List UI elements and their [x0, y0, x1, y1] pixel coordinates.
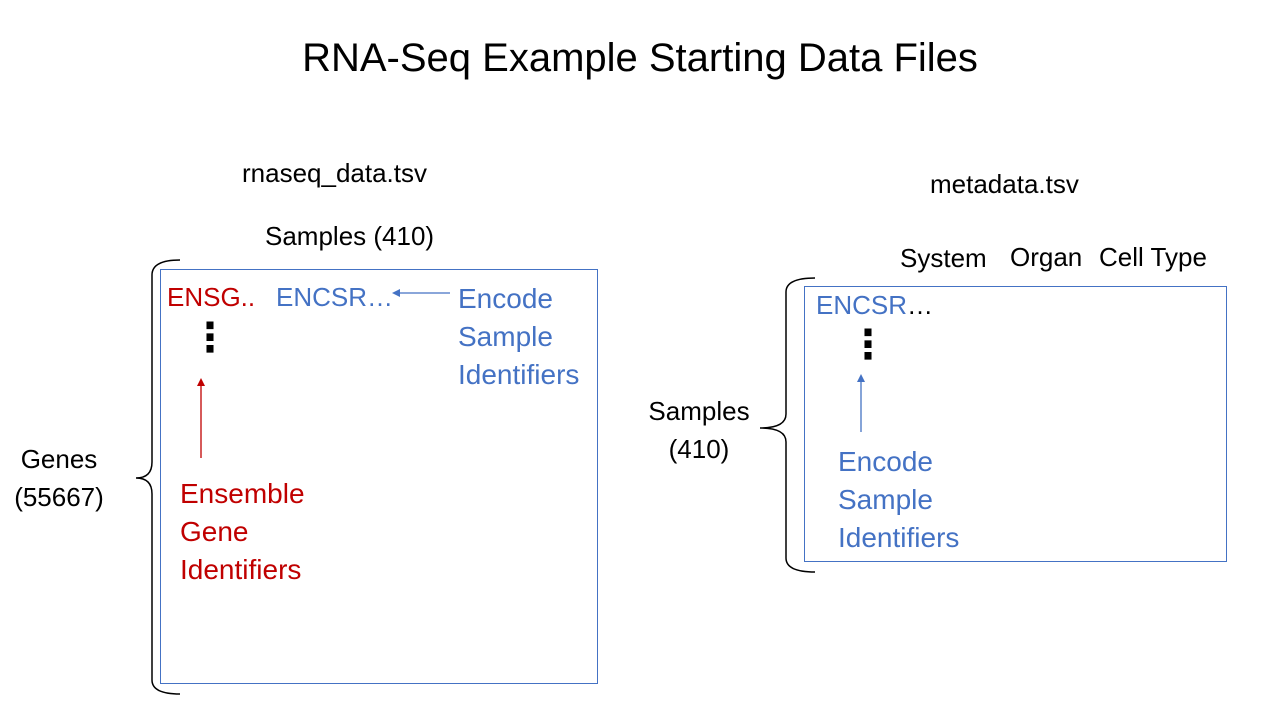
rnaseq-encode-line-2: Sample	[458, 321, 553, 352]
metadata-filename: metadata.tsv	[930, 169, 1079, 199]
samples-brace	[759, 277, 816, 573]
rnaseq-encode-line-1: Encode	[458, 283, 553, 314]
metadata-samples-label: Samples (410)	[640, 392, 758, 468]
column-header-cell-type: Cell Type	[1099, 242, 1207, 272]
metadata-encode-sample-identifiers-label: Encode Sample Identifiers	[838, 443, 959, 557]
rnaseq-filename: rnaseq_data.tsv	[242, 158, 428, 188]
metadata-encsr-text: ENCSR	[816, 290, 908, 320]
metadata-encode-line-1: Encode	[838, 446, 933, 477]
metadata-encode-line-3: Identifiers	[838, 522, 960, 553]
metadata-encsr-ellipsis: …	[907, 290, 934, 320]
slide-title: RNA-Seq Example Starting Data Files	[302, 36, 978, 80]
column-header-organ: Organ	[1010, 242, 1083, 272]
metadata-table-box	[804, 286, 1227, 562]
metadata-samples-line-1: Samples	[648, 396, 750, 426]
encsr-id-text: ENCSR…	[276, 282, 394, 312]
ensemble-gene-identifiers-label: Ensemble Gene Identifiers	[180, 475, 305, 589]
genes-label: Genes (55667)	[8, 440, 110, 516]
rnaseq-encode-line-3: Identifiers	[458, 359, 580, 390]
column-header-system: System	[900, 243, 987, 273]
rnaseq-vertical-dots: ⋮	[190, 316, 230, 360]
ensemble-line-2: Gene	[180, 516, 249, 547]
metadata-samples-line-2: (410)	[668, 434, 730, 464]
rnaseq-samples-label: Samples (410)	[265, 221, 435, 251]
rnaseq-encode-sample-identifiers-label: Encode Sample Identifiers	[458, 280, 579, 394]
genes-label-line-2: (55667)	[14, 482, 104, 512]
genes-label-line-1: Genes	[20, 444, 98, 474]
genes-brace	[135, 259, 181, 695]
ensemble-line-1: Ensemble	[180, 478, 305, 509]
rnaseq-table-box	[160, 269, 598, 684]
ensg-id-text: ENSG..	[167, 282, 256, 312]
metadata-encsr-id: ENCSR…	[816, 290, 933, 321]
metadata-encode-line-2: Sample	[838, 484, 933, 515]
metadata-vertical-dots: ⋮	[848, 323, 888, 367]
ensemble-line-3: Identifiers	[180, 554, 302, 585]
